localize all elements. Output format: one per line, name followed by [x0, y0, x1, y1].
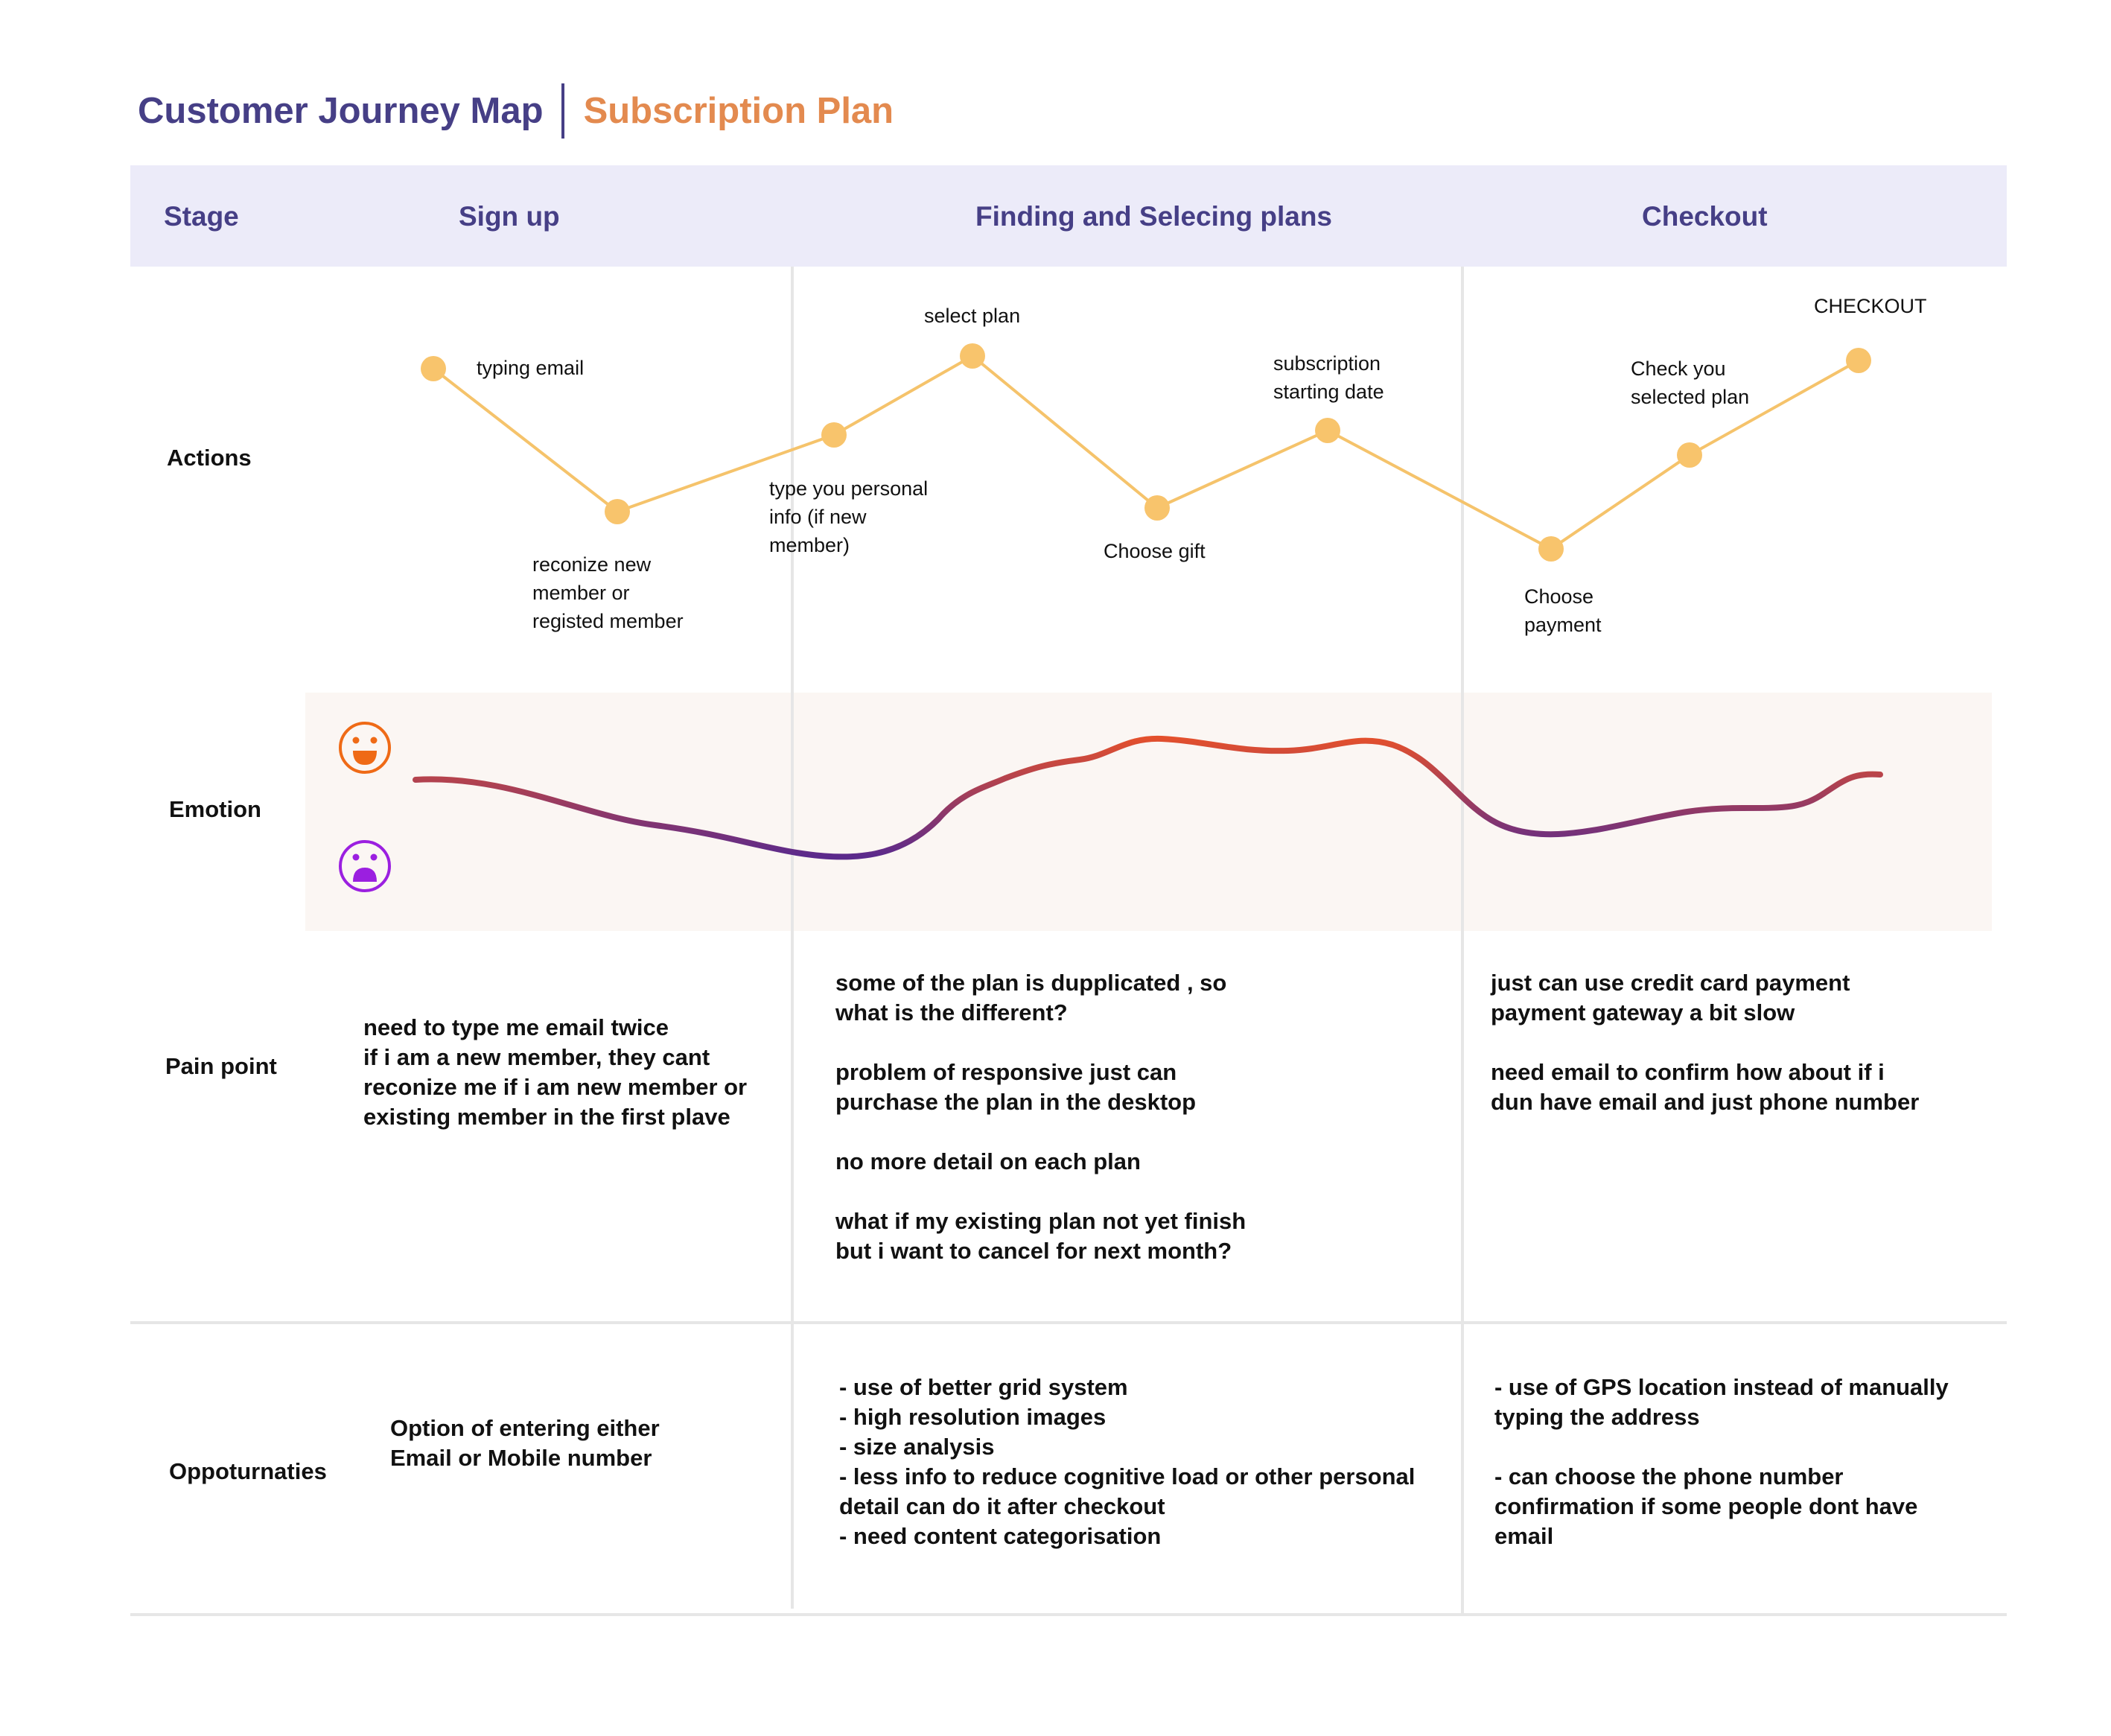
- row-divider-2: [130, 1613, 2007, 1616]
- action-dot: [1315, 418, 1340, 443]
- pain-point-checkout: just can use credit card payment payment…: [1491, 970, 1920, 1115]
- row-label-actions: Actions: [167, 445, 252, 471]
- pain-point-finding-plans: some of the plan is dupplicated , so wha…: [835, 970, 1246, 1264]
- action-label: Choose gift: [1104, 540, 1206, 562]
- row-label-opportunities: Oppoturnaties: [169, 1458, 327, 1484]
- action-label: Check you selected plan: [1631, 357, 1750, 408]
- sad-face-icon: [339, 840, 391, 892]
- title-subtitle: Subscription Plan: [583, 91, 894, 131]
- action-dot: [1144, 495, 1170, 521]
- stage-label: Stage: [164, 201, 239, 232]
- action-dot: [421, 356, 446, 381]
- opportunity-checkout: - use of GPS location instead of manuall…: [1494, 1374, 1949, 1549]
- action-dot: [1538, 536, 1564, 562]
- action-dot: [1846, 348, 1871, 373]
- column-divider-2: [1461, 267, 1464, 1613]
- emotion-curve: [413, 735, 1883, 860]
- row-label-emotion: Emotion: [169, 796, 261, 822]
- row-divider-1: [130, 1321, 2007, 1324]
- action-label: select plan: [924, 305, 1021, 327]
- action-dots: [421, 343, 1871, 562]
- title-main: Customer Journey Map: [138, 91, 544, 131]
- action-label: Choose payment: [1524, 585, 1602, 636]
- stage-header-band: [130, 165, 2007, 267]
- action-dot: [821, 422, 847, 448]
- action-label: CHECKOUT: [1814, 295, 1927, 317]
- page-title: Customer Journey Map Subscription Plan: [138, 83, 894, 139]
- action-label: typing email: [477, 357, 585, 379]
- stage-finding-plans: Finding and Selecing plans: [975, 201, 1332, 232]
- stage-checkout: Checkout: [1642, 201, 1768, 232]
- opportunity-sign-up: Option of entering either Email or Mobil…: [390, 1415, 660, 1471]
- action-dot: [960, 343, 985, 369]
- row-label-pain-point: Pain point: [165, 1053, 277, 1079]
- smiling-face-icon: [339, 722, 391, 774]
- action-label: subscription starting date: [1273, 352, 1384, 403]
- action-dot: [1677, 442, 1702, 468]
- action-label: type you personal info (if new member): [769, 477, 929, 556]
- opportunity-finding-plans: - use of better grid system - high resol…: [839, 1374, 1416, 1549]
- title-divider: [561, 83, 564, 139]
- pain-point-sign-up: need to type me email twice if i am a ne…: [363, 1014, 748, 1130]
- action-dot: [605, 499, 630, 524]
- action-label: reconize new member or registed member: [532, 553, 684, 632]
- column-divider-1: [791, 267, 794, 1609]
- stage-sign-up: Sign up: [459, 201, 560, 232]
